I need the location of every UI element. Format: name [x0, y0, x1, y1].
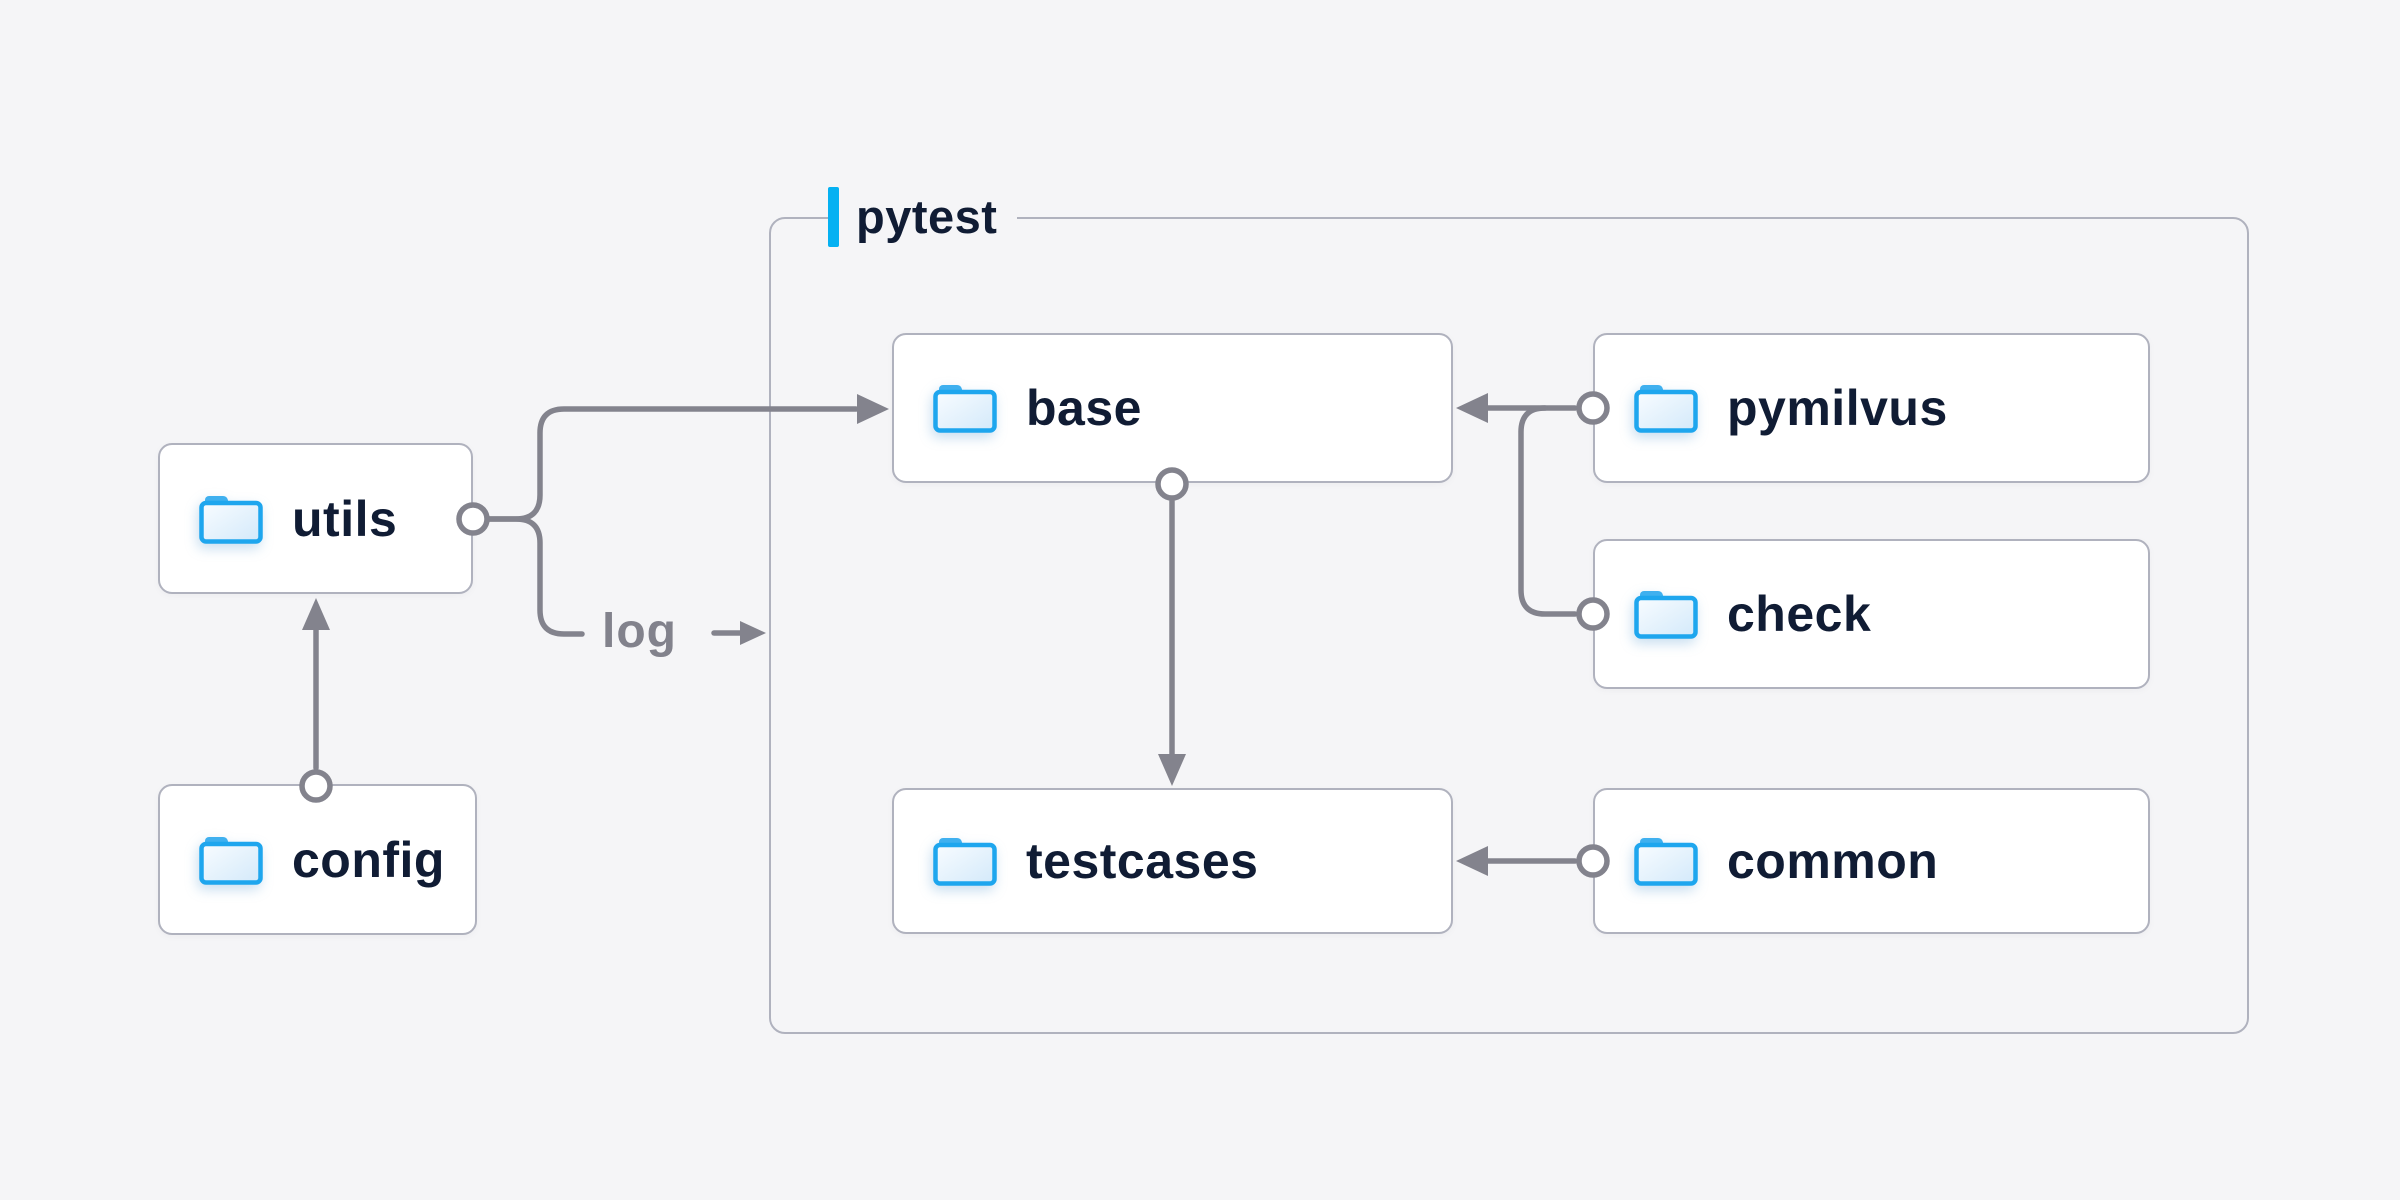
pytest-group-label: pytest [828, 186, 1018, 248]
node-label: base [1026, 380, 1142, 436]
folder-icon [933, 385, 997, 433]
folder-icon [933, 838, 997, 886]
node-pymilvus: pymilvus [1593, 333, 2150, 483]
node-utils: utils [158, 443, 473, 594]
node-check: check [1593, 539, 2150, 689]
node-label: common [1727, 833, 1939, 889]
pytest-group-container [769, 217, 2249, 1034]
accent-bar-icon [828, 187, 839, 247]
node-config: config [158, 784, 477, 935]
folder-icon [1634, 385, 1698, 433]
folder-icon [199, 836, 263, 885]
node-label: config [292, 831, 445, 888]
node-label: utils [292, 490, 398, 547]
node-testcases: testcases [892, 788, 1453, 934]
node-base: base [892, 333, 1453, 483]
edge-label-log: log [602, 605, 677, 658]
node-label: check [1727, 586, 1872, 642]
node-label: pymilvus [1727, 380, 1948, 436]
folder-icon [1634, 838, 1698, 886]
folder-icon [1634, 591, 1698, 639]
node-common: common [1593, 788, 2150, 934]
folder-icon [199, 495, 263, 544]
pytest-group-title: pytest [856, 190, 998, 243]
node-label: testcases [1026, 833, 1259, 889]
